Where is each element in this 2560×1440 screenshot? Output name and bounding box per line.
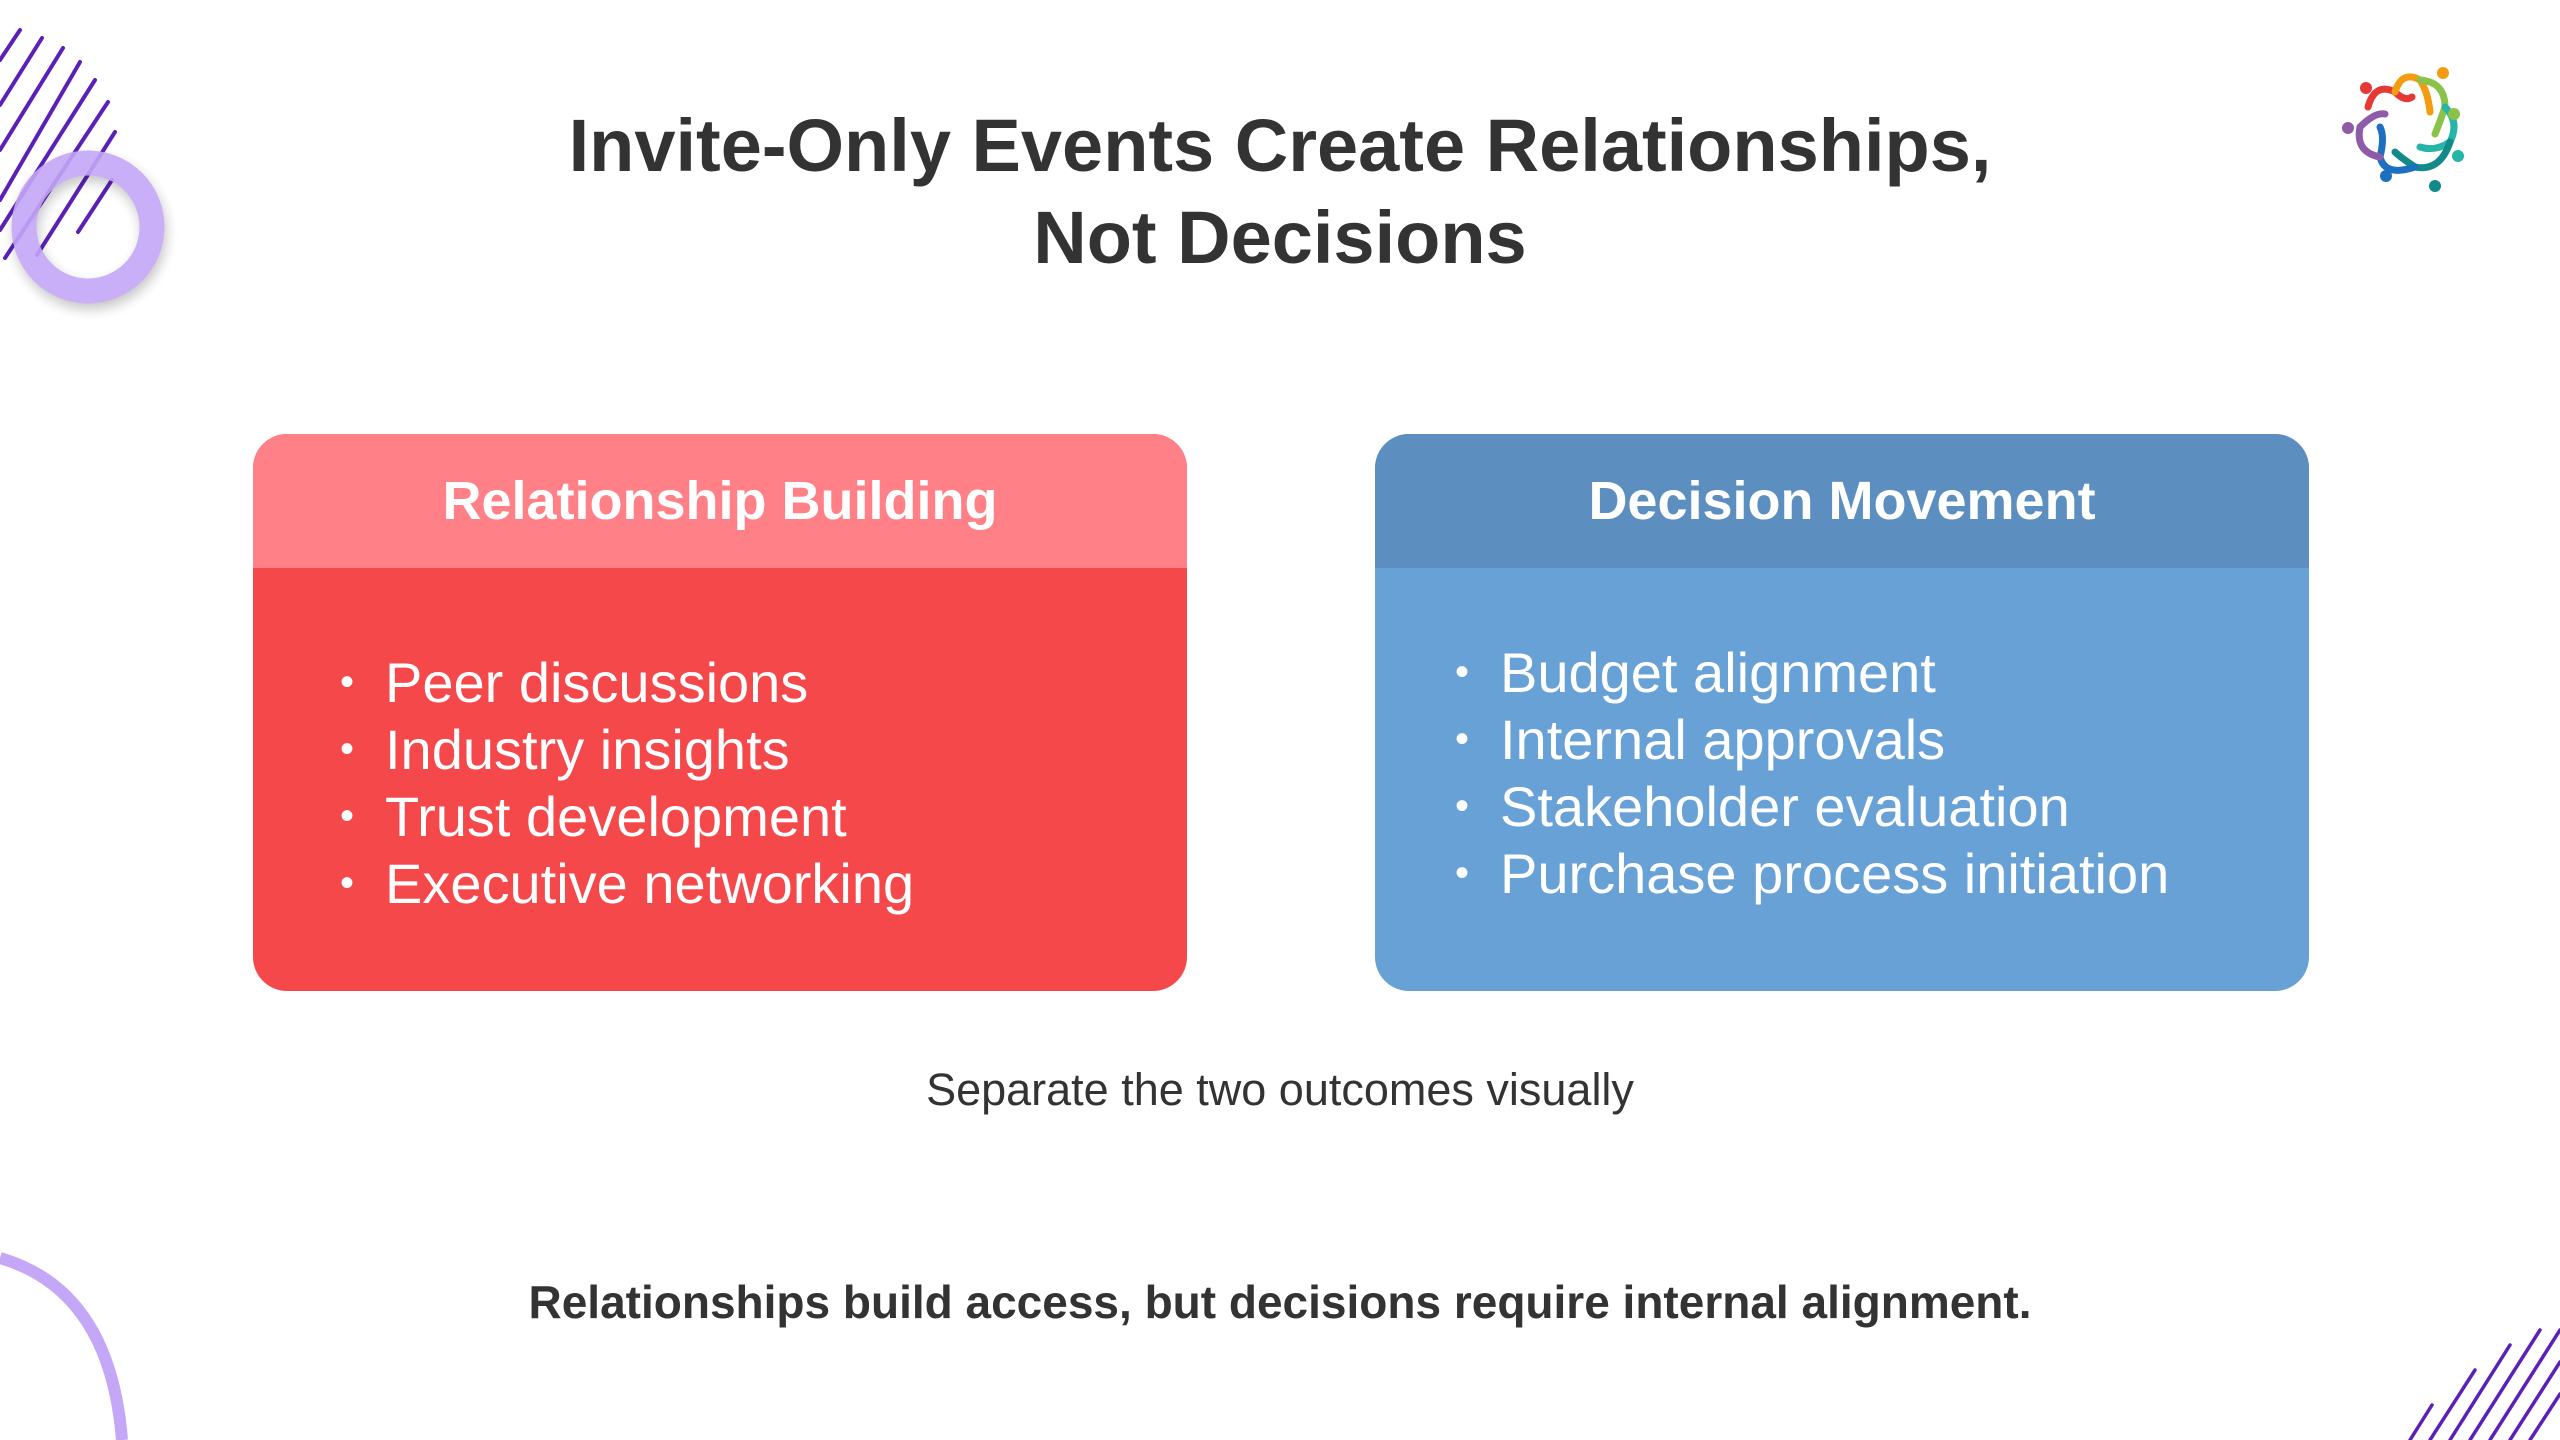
list-item-text: Internal approvals [1500,708,1946,771]
page-title: Invite-Only Events Create Relationships,… [0,100,2560,284]
bullet-icon: • [340,861,355,905]
bullet-icon: • [1455,717,1470,761]
list-item: • Budget alignment [1455,639,2169,706]
bottom-right-stripes-decoration [2408,1328,2560,1440]
card-heading: Decision Movement [1375,434,2309,568]
bullet-icon: • [340,794,355,838]
decision-movement-card: Decision Movement • Budget alignment • Int… [1375,434,2309,991]
list-item-text: Trust development [385,785,847,848]
bullet-icon: • [1455,784,1470,828]
bullet-icon: • [1455,650,1470,694]
list-item-text: Peer discussions [385,651,809,714]
top-left-decoration [0,28,165,304]
list-item: • Industry insights [340,716,914,783]
list-item: • Peer discussions [340,649,914,716]
list-item: • Executive networking [340,850,915,917]
bullet-list: • Peer discussions • Industry insights • Tr… [340,649,915,917]
footer-statement: Relationships build access, but decision… [528,1276,2032,1328]
list-item-text: Purchase process initiation [1500,842,2170,905]
list-item-text: Industry insights [385,718,790,781]
list-item: • Trust development [340,783,914,850]
bullet-icon: • [1455,851,1470,895]
bullet-list: • Budget alignment • Internal approvals • S… [1455,639,2170,907]
logo [2342,67,2464,192]
bullet-icon: • [340,660,355,704]
list-item-text: Budget alignment [1500,641,1936,704]
list-item-text: Executive networking [385,852,915,915]
list-item: • Stakeholder evaluation [1455,773,2169,840]
relationship-building-card: Relationship Building • Peer discussions … [253,434,1187,991]
bottom-left-arc-decoration [0,1252,128,1440]
card-heading: Relationship Building [253,434,1187,568]
subtitle: Separate the two outcomes visually [926,1064,1634,1115]
list-item-text: Stakeholder evaluation [1500,775,2070,838]
bullet-icon: • [340,727,355,771]
list-item: • Purchase process initiation [1455,840,2170,907]
title-line-1: Invite-Only Events Create Relationships, [568,104,1992,187]
title-line-2: Not Decisions [1033,196,1527,279]
list-item: • Internal approvals [1455,706,2169,773]
